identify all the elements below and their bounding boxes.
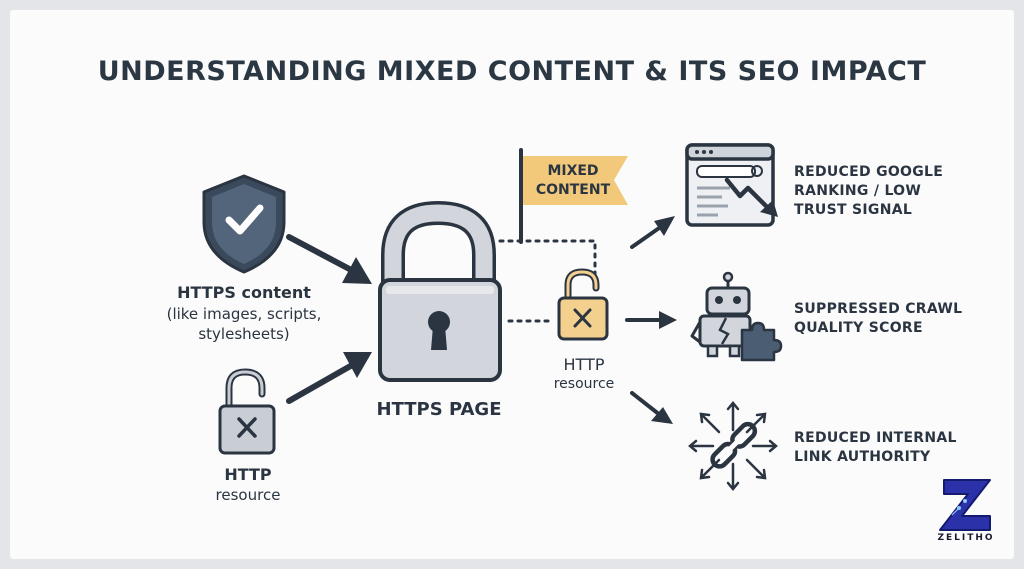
https-content-desc-line1: (like images, scripts, xyxy=(166,305,322,323)
http-center-desc: resource xyxy=(553,376,615,392)
https-page-lock-icon xyxy=(378,200,502,382)
shield-check-icon xyxy=(202,174,286,274)
https-page-label: HTTPS PAGE xyxy=(376,399,502,420)
https-content-title: HTTPS content xyxy=(177,283,311,302)
broken-robot-icon xyxy=(690,271,783,362)
http-open-lock-center-icon xyxy=(557,268,609,341)
arrow-https-to-page xyxy=(286,234,372,284)
impact-link-label: REDUCED INTERNAL LINK AUTHORITY xyxy=(794,430,957,465)
impact-ranking-label: REDUCED GOOGLE RANKING / LOW TRUST SIGNA… xyxy=(794,164,944,218)
logo-text: ZELITHO xyxy=(937,533,995,543)
flag-line2: CONTENT xyxy=(535,182,611,198)
arrow-to-ranking xyxy=(630,216,675,249)
http-resource-left-label: HTTP resource xyxy=(196,465,300,505)
https-content-desc-line2: stylesheets) xyxy=(198,325,290,343)
https-content-label: HTTPS content (like images, scripts, sty… xyxy=(146,282,342,344)
flag-line1: MIXED xyxy=(547,163,599,179)
browser-ranking-drop-icon xyxy=(685,143,778,227)
http-left-desc: resource xyxy=(215,486,281,504)
arrow-to-crawl xyxy=(625,311,677,329)
zelitho-logo-icon xyxy=(939,479,991,531)
mixed-content-flag-label: MIXED CONTENT xyxy=(527,162,619,200)
http-center-title: HTTP xyxy=(563,355,605,374)
arrow-to-link xyxy=(630,391,673,424)
page-title: UNDERSTANDING MIXED CONTENT & ITS SEO IM… xyxy=(97,56,927,87)
mixed-content-flag-icon xyxy=(519,148,628,244)
broken-link-icon xyxy=(688,401,778,491)
dotted-connector-flag xyxy=(498,239,597,277)
impact-crawl-label: SUPPRESSED CRAWL QUALITY SCORE xyxy=(794,301,963,336)
http-left-title: HTTP xyxy=(224,465,272,484)
arrow-http-to-page xyxy=(286,352,372,404)
http-resource-center-label: HTTP resource xyxy=(534,355,634,394)
http-open-lock-left-icon xyxy=(218,368,276,455)
diagram-card xyxy=(10,10,1014,559)
